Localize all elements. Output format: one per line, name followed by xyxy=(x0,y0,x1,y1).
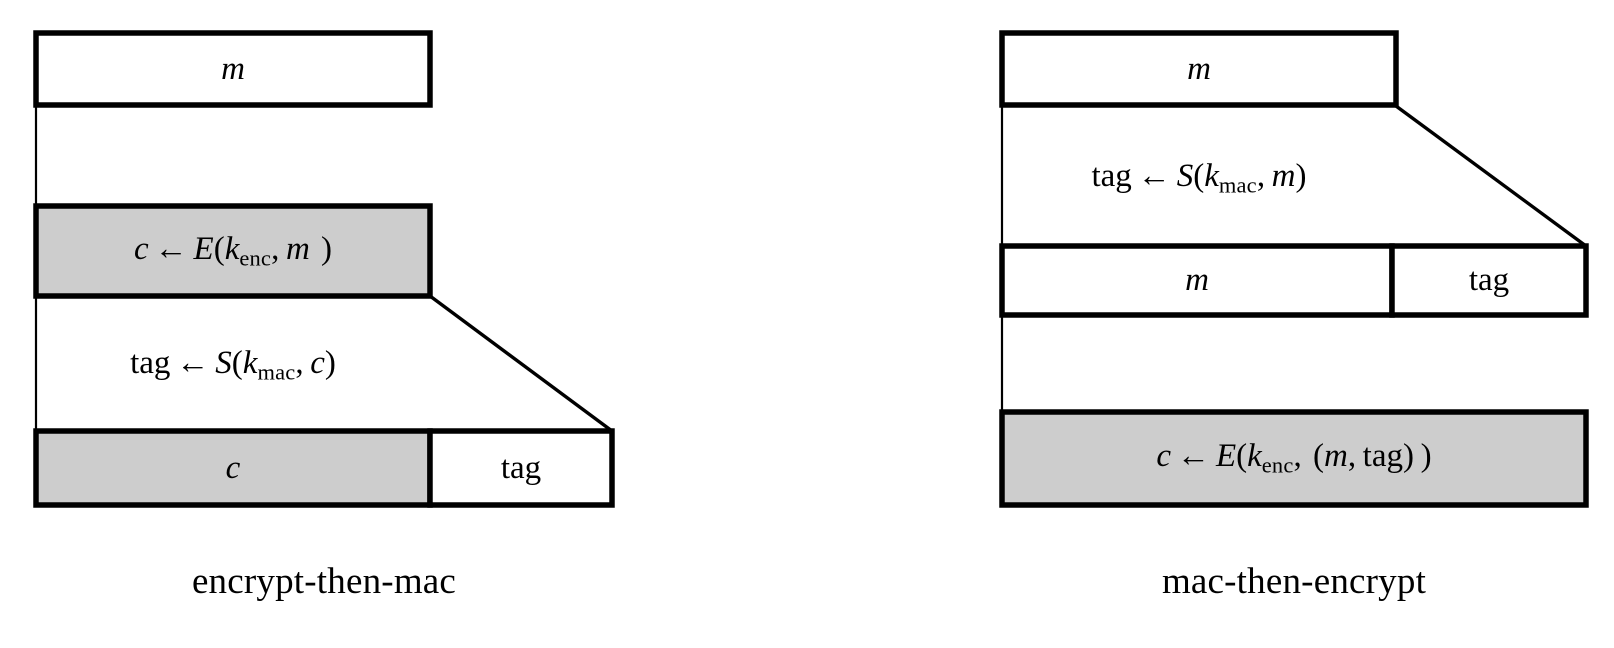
mte-encrypt-expression: c←E(kenc,(m,tag)) xyxy=(1156,438,1432,478)
mte-diagonal-connector xyxy=(1394,104,1588,248)
etm-encrypt-expression: c←E(kenc,m) xyxy=(133,230,332,270)
mte-mac-expression: tag←S(kmac,m) xyxy=(1091,157,1307,197)
mte-caption: mac-then-encrypt xyxy=(1161,561,1427,602)
etm-output-c-label: c xyxy=(225,449,241,486)
etm-output-tag-label: tag xyxy=(500,449,542,486)
etm-caption: encrypt-then-mac xyxy=(191,561,457,602)
etm-mac-expression: tag←S(kmac,c) xyxy=(130,344,336,384)
etm-diagonal-connector xyxy=(428,294,614,433)
mte-message-label: m xyxy=(1187,50,1211,87)
etm-message-label: m xyxy=(221,50,245,87)
mte-payload-m-label: m xyxy=(1185,262,1209,298)
mte-payload-tag-label: tag xyxy=(1468,262,1510,298)
